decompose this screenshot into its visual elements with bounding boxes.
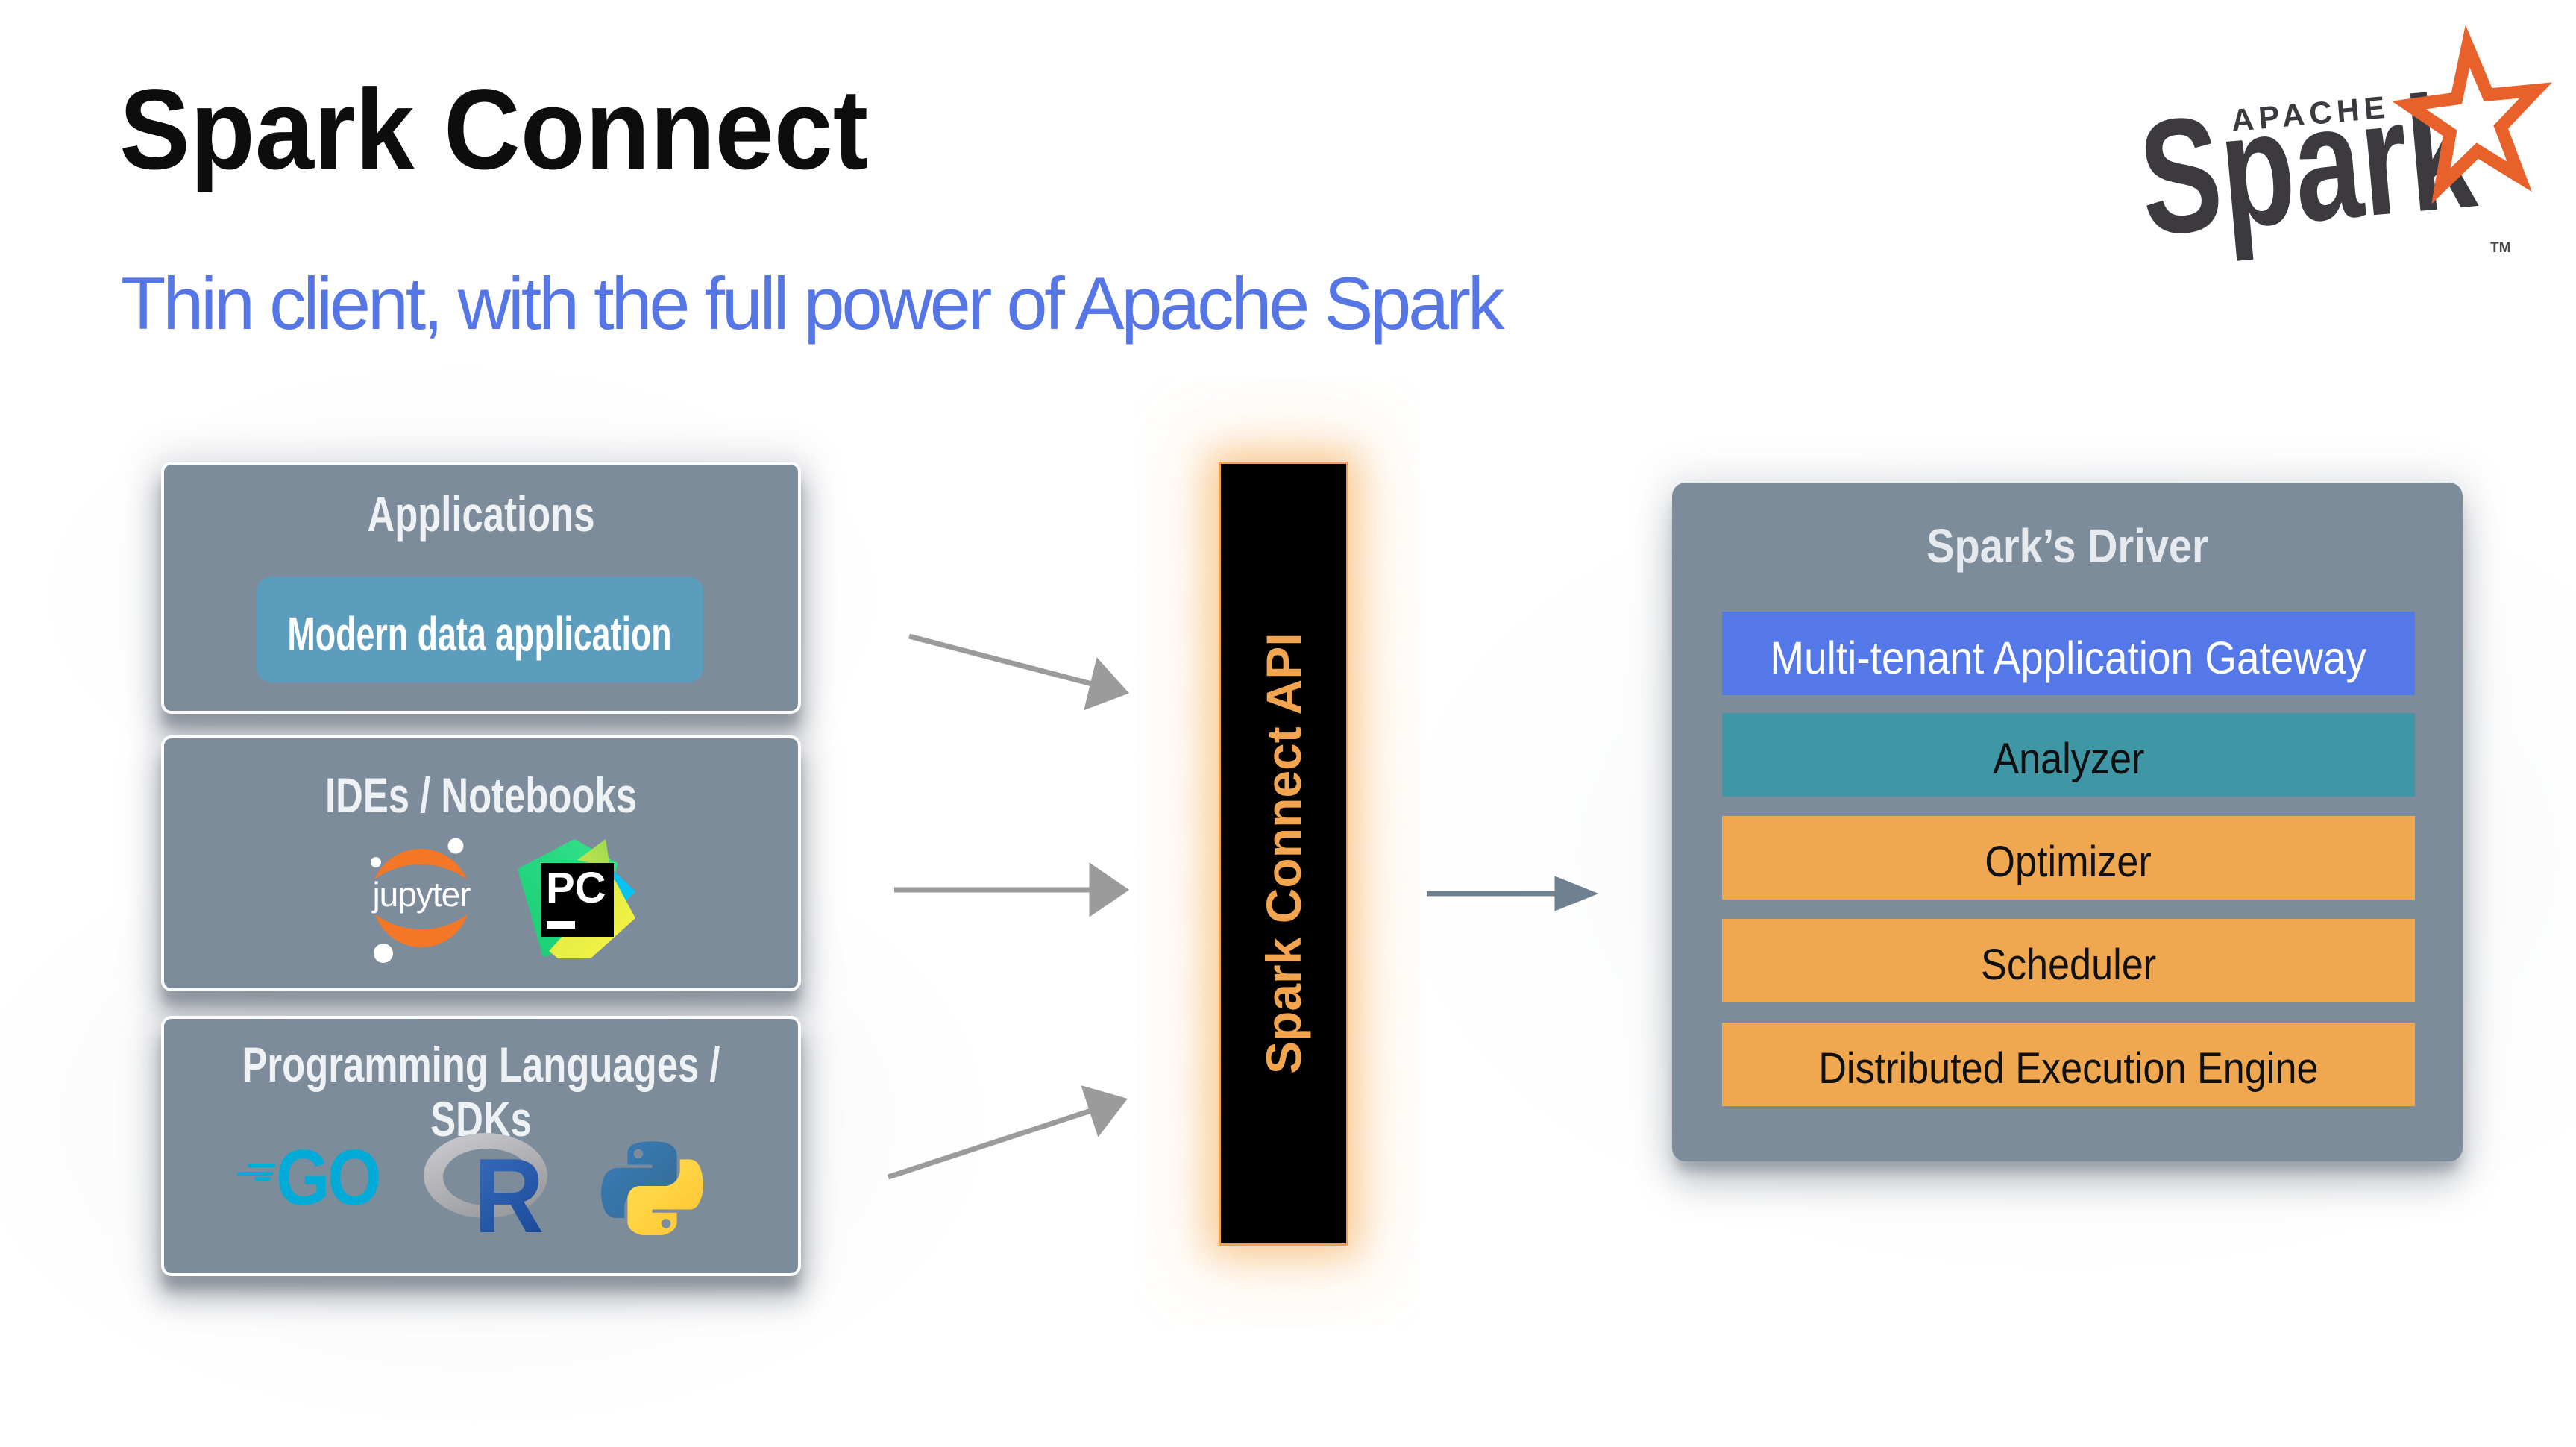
svg-text:Spark: Spark [2133,59,2482,270]
svg-text:TM: TM [2490,240,2510,256]
svg-text:R: R [474,1136,544,1234]
svg-text:jupyter: jupyter [371,875,471,914]
svg-text:PC: PC [546,864,606,912]
svg-text:GO: GO [276,1143,379,1211]
